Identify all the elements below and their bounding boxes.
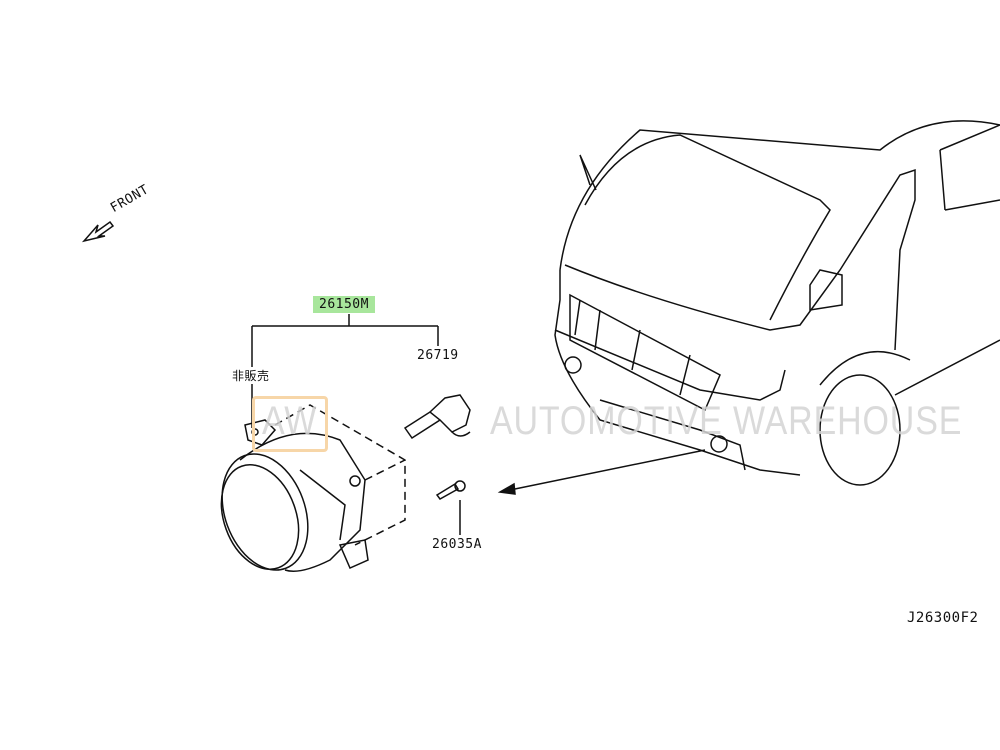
pointer-arrow	[497, 449, 706, 495]
watermark-logo: AW	[262, 399, 318, 443]
watermark-text: AUTOMOTIVE WAREHOUSE	[490, 399, 963, 443]
part-26150M-label[interactable]: 26150M	[313, 296, 375, 313]
part-26035A-label[interactable]: 26035A	[432, 537, 482, 552]
vehicle-drawing	[554, 120, 1000, 486]
screw-drawing	[435, 480, 466, 500]
part-number-highlight[interactable]: 26150M	[313, 296, 375, 313]
watermark-logo-box	[252, 396, 328, 452]
diagram-code: J26300F2	[907, 610, 979, 626]
fog-lamp-drawing	[220, 404, 406, 572]
front-arrow-icon	[81, 220, 115, 243]
not-for-sale-note: 非販売	[232, 367, 270, 384]
part-26719-label[interactable]: 26719	[417, 348, 459, 363]
bulb-drawing	[403, 394, 471, 440]
